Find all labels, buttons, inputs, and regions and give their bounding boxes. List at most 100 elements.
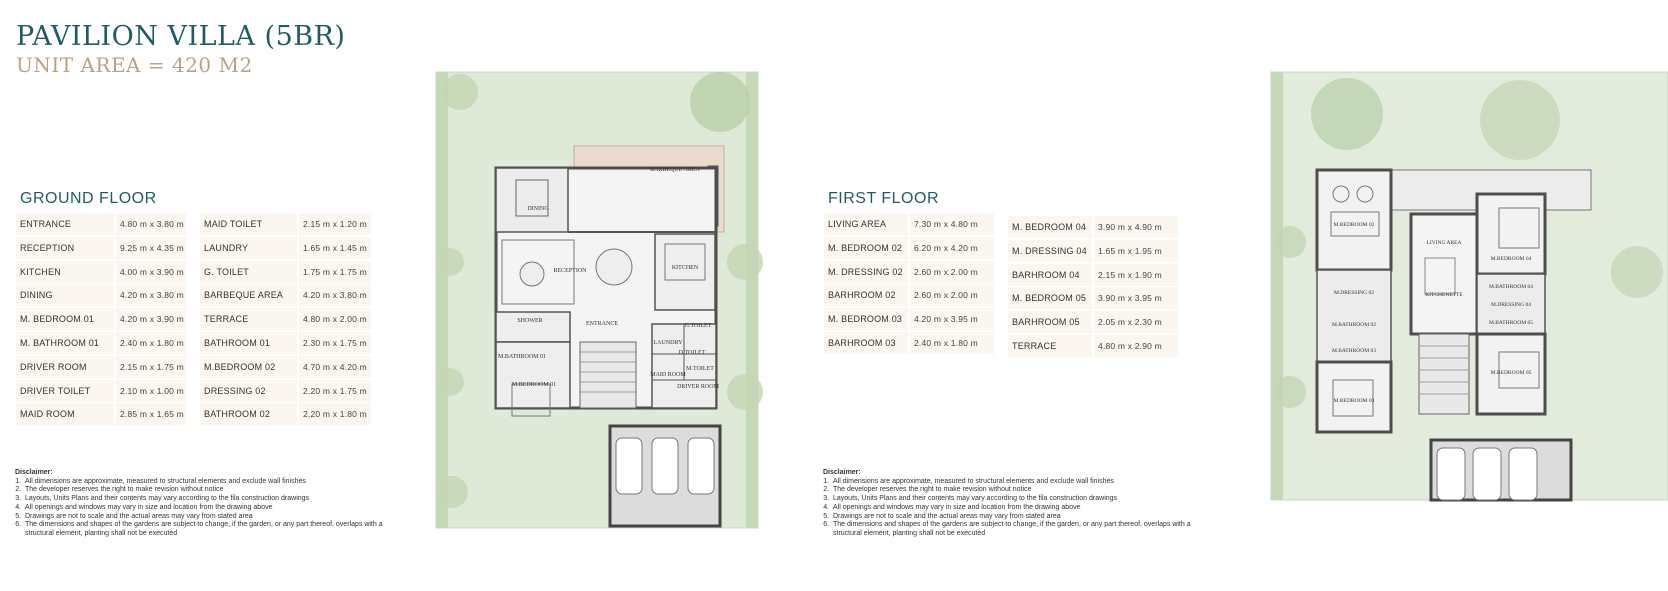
room-label: KITCHEN: [672, 265, 699, 271]
room-name: BARHROOM 05: [1008, 311, 1092, 334]
room-label: M.BEDROOM 01: [512, 382, 556, 388]
room-dimensions: 4.20 m x 3.80 m: [116, 284, 186, 307]
room-name: DINING: [16, 284, 114, 307]
room-name: BATHROOM 01: [200, 331, 297, 354]
tree-icon: [436, 248, 464, 276]
room-label: RECEPTION: [554, 268, 588, 274]
room-label: M.BEDROOM 03: [1334, 398, 1375, 404]
room-dimensions: 2.20 m x 1.80 m: [299, 403, 371, 426]
disclaimer-ground: Disclaimer: All dimensions are approxima…: [15, 469, 395, 539]
room-label: LIVING AREA: [1427, 240, 1462, 246]
disclaimer-item: The developer reserves the right to make…: [831, 486, 1203, 495]
room-dimensions: 4.00 m x 3.90 m: [116, 260, 186, 283]
room-name: BARHROOM 02: [824, 284, 908, 307]
room-label: M.BATHROOM 01: [498, 354, 546, 360]
room-label: M.BATHROOM 02: [1332, 322, 1376, 328]
room-name: BARHROOM 03: [824, 331, 908, 354]
tree-icon: [1274, 226, 1306, 258]
room-dimensions: 2.40 m x 1.80 m: [910, 331, 994, 354]
disclaimer-item: The dimensions and shapes of the gardens…: [23, 521, 395, 538]
room-dimensions: 2.05 m x 2.30 m: [1094, 311, 1178, 334]
room-dimensions: 2.60 m x 2.00 m: [910, 284, 994, 307]
room-name: RECEPTION: [16, 236, 114, 259]
room-dimensions: 4.80 m x 3.80 m: [116, 213, 186, 235]
room-dimensions: 2.15 m x 1.20 m: [299, 213, 371, 235]
room-dimensions: 4.20 m x 3.80 m: [299, 284, 371, 307]
room-dimensions: 6.20 m x 4.20 m: [910, 236, 994, 259]
room-dimensions: 2.30 m x 1.75 m: [299, 331, 371, 354]
room-dimensions: 4.20 m x 3.95 m: [910, 308, 994, 331]
room-name: BARBEQUE AREA: [200, 284, 297, 307]
room-name: M. BATHROOM 01: [16, 331, 114, 354]
room-name: BARHROOM 04: [1008, 263, 1092, 286]
disclaimer-item: The developer reserves the right to make…: [23, 486, 395, 495]
room-name: ENTRANCE: [16, 213, 114, 235]
room-dimensions: 2.40 m x 1.80 m: [116, 331, 186, 354]
room-name: M. BEDROOM 05: [1008, 287, 1092, 310]
room-dimensions: 7.30 m x 4.80 m: [910, 213, 994, 235]
room-label: M.BATHROOM 04: [1489, 284, 1533, 290]
room-dimensions: 4.80 m x 2.90 m: [1094, 334, 1178, 357]
disclaimer-item: All dimensions are approximate, measured…: [831, 478, 1203, 487]
disclaimer-item: All dimensions are approximate, measured…: [23, 478, 395, 487]
room-name: KITCHEN: [16, 260, 114, 283]
room-label: DINING: [527, 206, 549, 212]
room-name: LIVING AREA: [824, 213, 908, 235]
tree-icon: [1274, 376, 1306, 408]
room-name: G. TOILET: [200, 260, 297, 283]
room-name: BATHROOM 02: [200, 403, 297, 426]
room-label: SHOWER: [517, 318, 542, 324]
room-name: M. DRESSING 02: [824, 260, 908, 283]
room-dimensions: 4.70 m x 4.20 m: [299, 355, 371, 378]
room-label: M.BEDROOM 02: [1334, 222, 1375, 228]
room-label: M.DRESSING 04: [1491, 302, 1531, 308]
room-dimensions: 3.90 m x 4.90 m: [1094, 216, 1178, 238]
room-dimensions: 2.15 m x 1.75 m: [116, 355, 186, 378]
room-label: DRIVER ROOM: [677, 384, 720, 390]
room-dimensions: 4.80 m x 2.00 m: [299, 308, 371, 331]
tree-icon: [1311, 78, 1383, 150]
room-name: MAID TOILET: [200, 213, 297, 235]
room-label: M.TOILET: [686, 366, 714, 372]
room-name: DRIVER ROOM: [16, 355, 114, 378]
disclaimer-first: Disclaimer: All dimensions are approxima…: [823, 469, 1203, 539]
room-name: M. BEDROOM 02: [824, 236, 908, 259]
unit-area: UNIT AREA = 420 M2: [16, 53, 253, 77]
room-name: M. BEDROOM 04: [1008, 216, 1092, 238]
room-name: DRIVER TOILET: [16, 379, 114, 402]
room-label: LAUNDRY: [653, 340, 683, 346]
room-dimensions: 3.90 m x 3.95 m: [1094, 287, 1178, 310]
first-floor-plan: M.BEDROOM 02 LIVING AREA M.BEDROOM 04 M.…: [1270, 71, 1668, 502]
room-label: ENTRANCE: [586, 321, 618, 327]
room-label: D.TOILET: [679, 350, 706, 356]
disclaimer-item: Drawings are not to scale and the actual…: [831, 513, 1203, 522]
room-name: DRESSING 02: [200, 379, 297, 402]
room-name: TERRACE: [1008, 334, 1092, 357]
room-name: LAUNDRY: [200, 236, 297, 259]
